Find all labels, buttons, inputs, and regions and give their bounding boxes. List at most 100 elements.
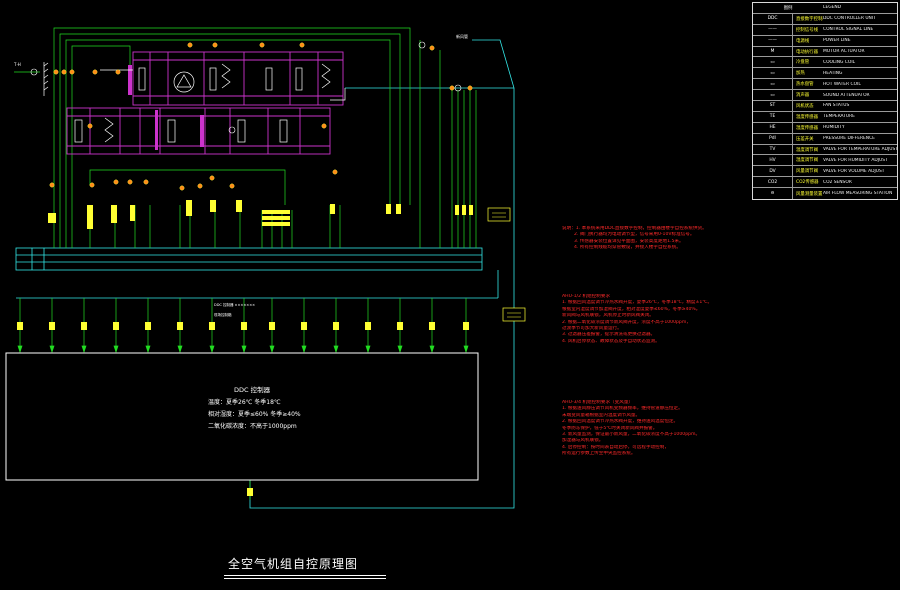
notes-section-2-title: AHU-3/4 机组控制要求（变风量） [562,400,634,405]
legend-label-en: AIR FLOW MEASURING STATION [823,191,893,197]
legend-label-en: VALVE FOR VOLUME ADJUST [823,168,885,174]
coil-hatching [128,65,204,150]
legend-label-cn: 温度传感器 [796,114,818,120]
legend-label-en: HEATING [823,70,843,76]
panel-note-2: 现场控制箱 [214,312,232,317]
legend-symbol: ▭ [753,79,793,90]
controller-heading: DDC 控制器 [234,385,271,394]
legend-symbol: —— [753,35,793,46]
air-handling-unit [66,51,344,155]
legend-header: 图例 LEGEND [753,3,897,14]
unit-internals [74,63,331,143]
legend-table: 图例 LEGEND DDC直接数字控制器DDC CONTROLLER UNIT—… [752,2,898,201]
field-panel-upper [487,207,511,222]
legend-label-cn: 冷盘管 [796,60,810,66]
legend-label-cn: 压差开关 [796,136,814,142]
legend-label-en: PRESSURE DIFFERENCE [823,136,875,142]
legend-row: ▭消声器 SOUND ATTENUATOR [753,90,897,102]
bus-loop [15,39,515,509]
legend-symbol: ▭ [753,68,793,79]
legend-row: ▭热水盘管 HOT WATER COIL [753,79,897,91]
title-underline-2 [224,578,386,579]
legend-symbol: HE [753,122,793,133]
legend-row: ——控制信号线 CONTROL SIGNAL LINE [753,24,897,36]
legend-row: ▭冷盘管 COOLING COIL [753,57,897,69]
ddc-controller-box [5,352,479,481]
panel-note-1: DDC 控制器 ××××××× [214,302,255,307]
legend-symbol: ST [753,101,793,111]
sensor-tag: T·H [13,62,21,67]
legend-symbol: M [753,46,793,57]
legend-label-en: VALVE FOR TEMPERATURE ADJUST [823,147,897,153]
outdoor-air-louver [43,62,346,101]
legend-symbol: HV [753,155,793,166]
legend-label-cn: 电源线 [796,38,810,44]
legend-row: DDC直接数字控制器DDC CONTROLLER UNIT [753,13,897,25]
legend-rows: DDC直接数字控制器DDC CONTROLLER UNIT——控制信号线CONT… [753,13,897,200]
legend-label-en: SOUND ATTENUATOR [823,92,870,98]
legend-label-en: TEMPERATURE [823,114,855,120]
notes-section-1-title: AHU-1/2 机组控制要求 [562,294,611,299]
legend-symbol: ▭ [753,90,793,101]
legend-label-en: HUMIDITY [823,125,845,131]
legend-label-cn: 加热 [796,71,805,77]
legend-label-en: FAN STATUS [823,103,850,109]
control-wiring [14,27,477,248]
page-title: 全空气机组自控原理图 [228,557,359,571]
instrument-tags [48,200,473,229]
legend-label-en: CO2 SENSOR [823,179,852,185]
notes-section-1: AHU-1/2 机组控制要求 1. 根据回风温度调节冷热水阀开度，夏季26℃，冬… [562,294,713,344]
legend-label-cn: 温度调节阀 [796,147,818,153]
legend-label-cn: 湿度传感器 [796,125,818,131]
legend-symbol: ⊖ [753,188,793,200]
field-panel-lower [502,307,526,322]
legend-label-en: COOLING COIL [823,59,856,65]
legend-symbol: PdI [753,133,793,144]
legend-label-en: POWER LINE [823,38,851,44]
notes-section-2: AHU-3/4 机组控制要求（变风量） 1. 根据送风静压调节风机变频器频率，维… [562,400,701,457]
legend-symbol: TE [753,111,793,122]
legend-label-cn: CO2传感器 [796,180,819,186]
legend-label-cn: 湿度调节阀 [796,158,818,164]
actuator-markers [30,41,462,134]
title-underline [224,575,386,576]
legend-symbol: ▭ [753,57,793,68]
legend-label-cn: 风量调节阀 [796,169,818,175]
legend-symbol: —— [753,24,793,35]
legend-symbol: TV [753,144,793,155]
legend-label-en: HOT WATER COIL [823,81,861,87]
legend-row: ▭加热 HEATING [753,68,897,80]
controller-line-1: 温度：夏季26℃ 冬季18℃ [208,398,281,406]
controller-line-2: 相对湿度：夏季≤60% 冬季≥40% [208,410,301,418]
legend-label-cn: 电动执行器 [796,49,818,55]
legend-label-en: VALVE FOR HUMIDITY ADJUST [823,157,888,163]
legend-label-cn: 风量测量装置 [796,191,823,197]
legend-symbol: DDC [753,13,793,24]
legend-label-cn: 热水盘管 [796,82,814,88]
legend-label-cn: 直接数字控制器 [796,16,823,22]
legend-label-cn: 风机状态 [796,103,814,109]
drop-tags [17,322,469,496]
notes-general: 说明：1. 本系统采用DDC直接数字控制，控制器由楼宇自控系统供货。 2. 阀门… [562,226,707,251]
sensor-markers [49,42,473,191]
legend-label-cn: 消声器 [796,93,810,99]
legend-label-cn: 控制信号线 [796,27,818,33]
duct-label: 新风管 [456,33,468,39]
legend-symbol: CO2 [753,177,793,188]
legend-symbol: DV [753,166,793,177]
legend-label-en: MOTOR ACTUATOR [823,49,865,54]
legend-label-en: CONTROL SIGNAL LINE [823,27,874,33]
controller-line-3: 二氧化碳浓度：不高于1000ppm [208,422,297,430]
legend-row: ——电源线 POWER LINE [753,35,897,47]
